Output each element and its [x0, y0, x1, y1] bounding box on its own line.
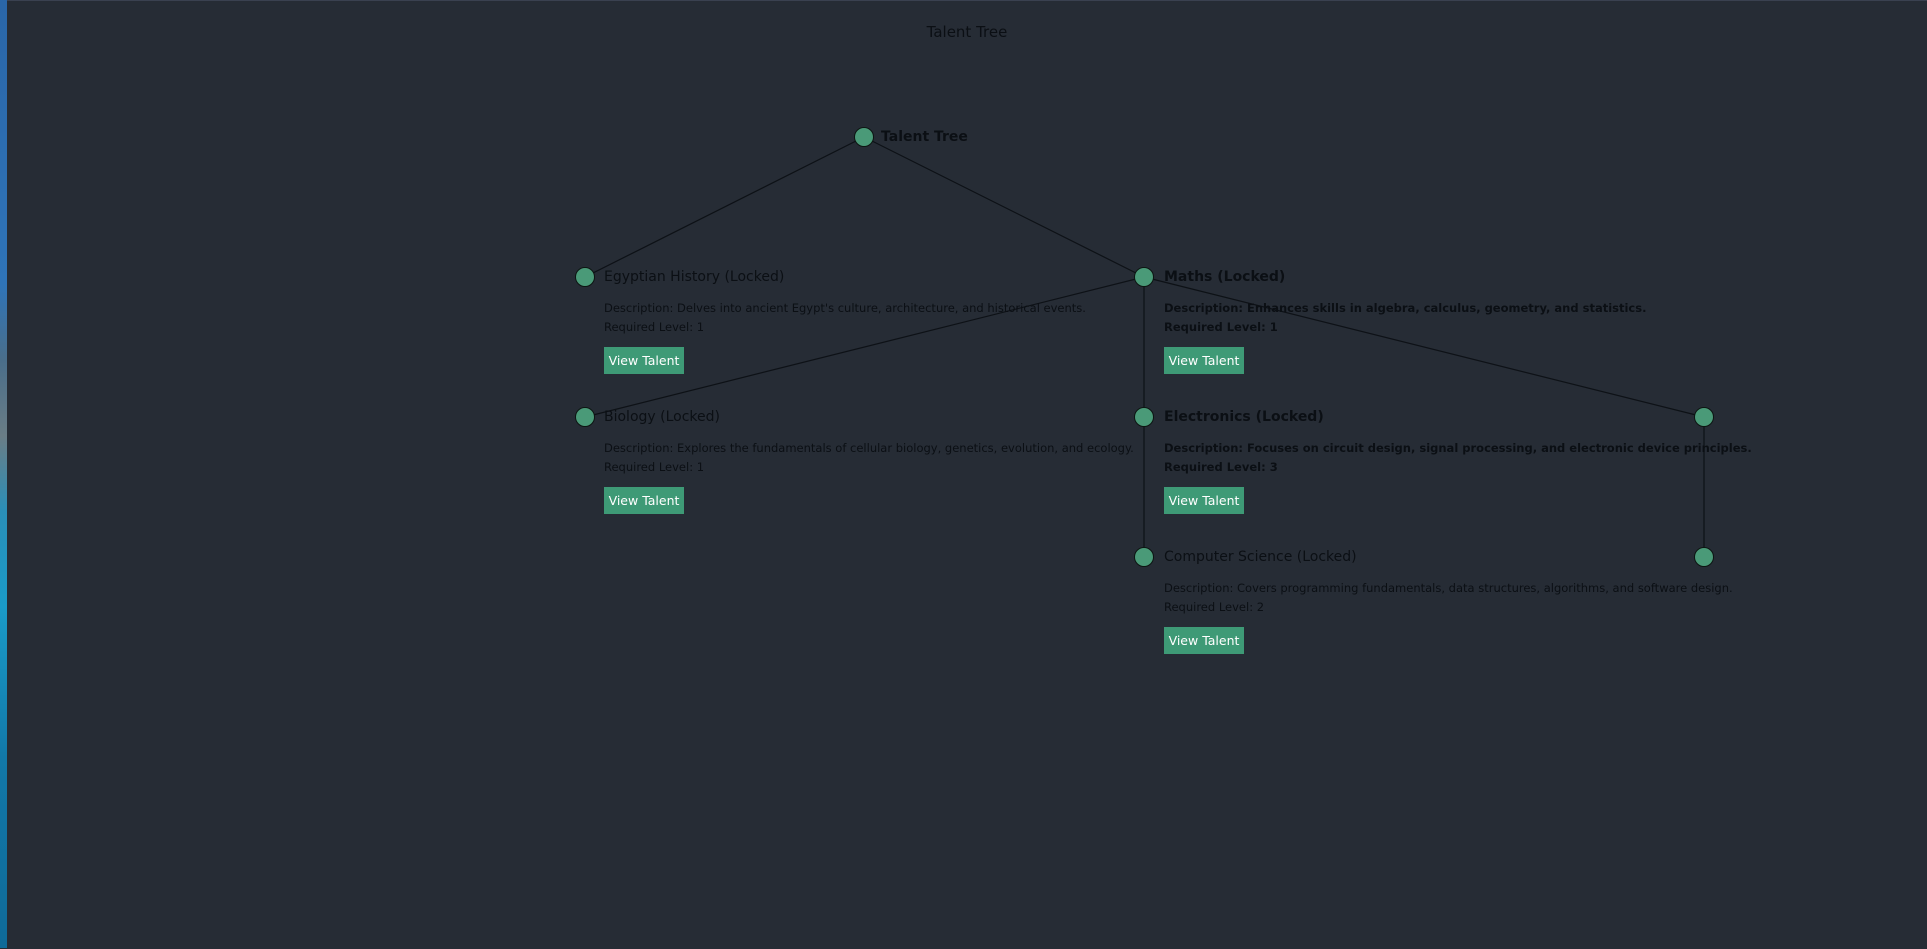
- talent-description: Description: Enhances skills in algebra,…: [1164, 301, 1647, 315]
- talent-title: Biology (Locked): [604, 409, 720, 425]
- view-talent-button[interactable]: View Talent: [1164, 347, 1244, 374]
- talent-title: Maths (Locked): [1164, 269, 1286, 285]
- root-node[interactable]: [854, 127, 874, 147]
- talent-node-egyptian-history[interactable]: [575, 267, 595, 287]
- talent-required-level: Required Level: 2: [1164, 600, 1265, 614]
- desktop-background: [0, 0, 7, 948]
- view-talent-button[interactable]: View Talent: [604, 487, 684, 514]
- talent-node-biology[interactable]: [575, 407, 595, 427]
- talent-description: Description: Delves into ancient Egypt's…: [604, 301, 1086, 315]
- talent-node-unlabeled-bottom[interactable]: [1694, 547, 1714, 567]
- view-talent-button[interactable]: View Talent: [604, 347, 684, 374]
- talent-node-electronics[interactable]: [1134, 407, 1154, 427]
- talent-required-level: Required Level: 1: [604, 320, 705, 334]
- tree-connections: [584, 136, 1705, 557]
- talent-node-computer-science[interactable]: [1134, 547, 1154, 567]
- talent-required-level: Required Level: 1: [1164, 320, 1278, 334]
- link-maths-biology: [584, 276, 1145, 418]
- root-node-title: Talent Tree: [881, 129, 968, 145]
- view-talent-button[interactable]: View Talent: [1164, 487, 1244, 514]
- talent-description: Description: Covers programming fundamen…: [1164, 581, 1733, 595]
- talent-title: Egyptian History (Locked): [604, 269, 785, 285]
- talent-description: Description: Focuses on circuit design, …: [1164, 441, 1752, 455]
- window-title: Talent Tree: [926, 23, 1008, 41]
- talent-tree-window: Talent Tree Talent Tree Egyptian History…: [7, 0, 1927, 949]
- link-root-egyptian: [584, 136, 865, 278]
- talent-node-unlabeled[interactable]: [1694, 407, 1714, 427]
- talent-title: Electronics (Locked): [1164, 409, 1324, 425]
- link-root-maths: [863, 136, 1145, 278]
- talent-required-level: Required Level: 3: [1164, 460, 1278, 474]
- talent-required-level: Required Level: 1: [604, 460, 705, 474]
- talent-title: Computer Science (Locked): [1164, 549, 1357, 565]
- link-maths-right-node: [1143, 276, 1705, 418]
- view-talent-button[interactable]: View Talent: [1164, 627, 1244, 654]
- talent-description: Description: Explores the fundamentals o…: [604, 441, 1134, 455]
- talent-node-maths[interactable]: [1134, 267, 1154, 287]
